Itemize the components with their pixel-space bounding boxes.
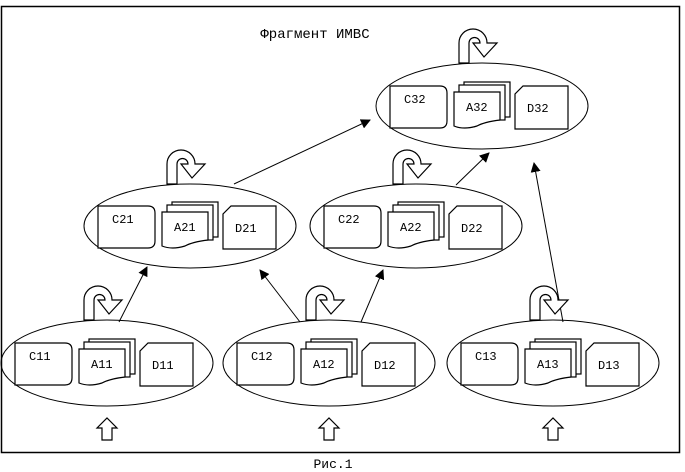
edge-n12-to-n21 <box>259 269 301 323</box>
a-block-label: A13 <box>537 358 559 372</box>
c-block <box>323 205 382 249</box>
c-block <box>236 342 295 386</box>
a-block <box>453 91 501 129</box>
node-ellipse <box>309 183 523 269</box>
d-block-label: D13 <box>598 359 620 373</box>
feedback-loop-icon <box>166 149 207 185</box>
a-block <box>300 348 348 386</box>
node-ellipse <box>83 183 297 269</box>
a-block-label: A11 <box>91 358 113 372</box>
c-block-label: C32 <box>404 93 426 107</box>
c-block-label: C11 <box>29 350 51 364</box>
a-block-label: A12 <box>313 358 335 372</box>
input-arrow-icon-n11 <box>95 417 119 441</box>
node-ellipse <box>0 319 214 407</box>
figure-caption: Рис.1 <box>313 457 352 472</box>
edge-n13-to-n32 <box>530 162 564 323</box>
figure-title: Фрагмент ИМВС <box>260 27 369 43</box>
d-block <box>361 342 416 387</box>
c-block-label: C13 <box>475 350 497 364</box>
c-block <box>97 205 156 249</box>
a-block <box>524 348 572 386</box>
d-block <box>514 85 569 130</box>
edge-n12-to-n22 <box>360 269 385 323</box>
a-block <box>387 211 435 249</box>
d-block-label: D12 <box>374 359 396 373</box>
edge-n21-to-n32 <box>233 119 371 185</box>
d-block-label: D22 <box>461 222 483 236</box>
edge-n22-to-n32 <box>455 152 490 186</box>
a-block-label: A22 <box>400 221 422 235</box>
d-block <box>585 342 640 387</box>
feedback-loop-icon <box>392 149 433 185</box>
c-block-label: C12 <box>251 350 273 364</box>
c-block <box>14 342 73 386</box>
a-block <box>161 211 209 249</box>
edge-n11-to-n21 <box>118 266 148 323</box>
d-block <box>222 205 277 250</box>
c-block-label: C21 <box>112 213 134 227</box>
a-block <box>78 348 126 386</box>
c-block-label: C22 <box>338 213 360 227</box>
d-block <box>448 205 503 250</box>
node-ellipse <box>375 62 589 150</box>
feedback-loop-icon <box>83 285 124 321</box>
d-block-label: D32 <box>527 102 549 116</box>
figure-frame <box>0 5 681 454</box>
edges-group <box>118 119 564 323</box>
feedback-loop-icon <box>529 285 570 321</box>
input-arrow-icon-n12 <box>317 417 341 441</box>
c-block <box>389 85 448 129</box>
feedback-loop-icon <box>305 285 346 321</box>
node-ellipse <box>446 319 660 407</box>
d-block-label: D21 <box>235 222 257 236</box>
a-block-label: A21 <box>174 221 196 235</box>
feedback-loop-icon <box>458 28 499 64</box>
a-block-label: A32 <box>466 101 488 115</box>
c-block <box>460 342 519 386</box>
node-ellipse <box>222 319 436 407</box>
d-block <box>139 342 194 387</box>
d-block-label: D11 <box>152 359 174 373</box>
input-arrow-icon-n13 <box>541 417 565 441</box>
inputs-group <box>95 417 565 441</box>
